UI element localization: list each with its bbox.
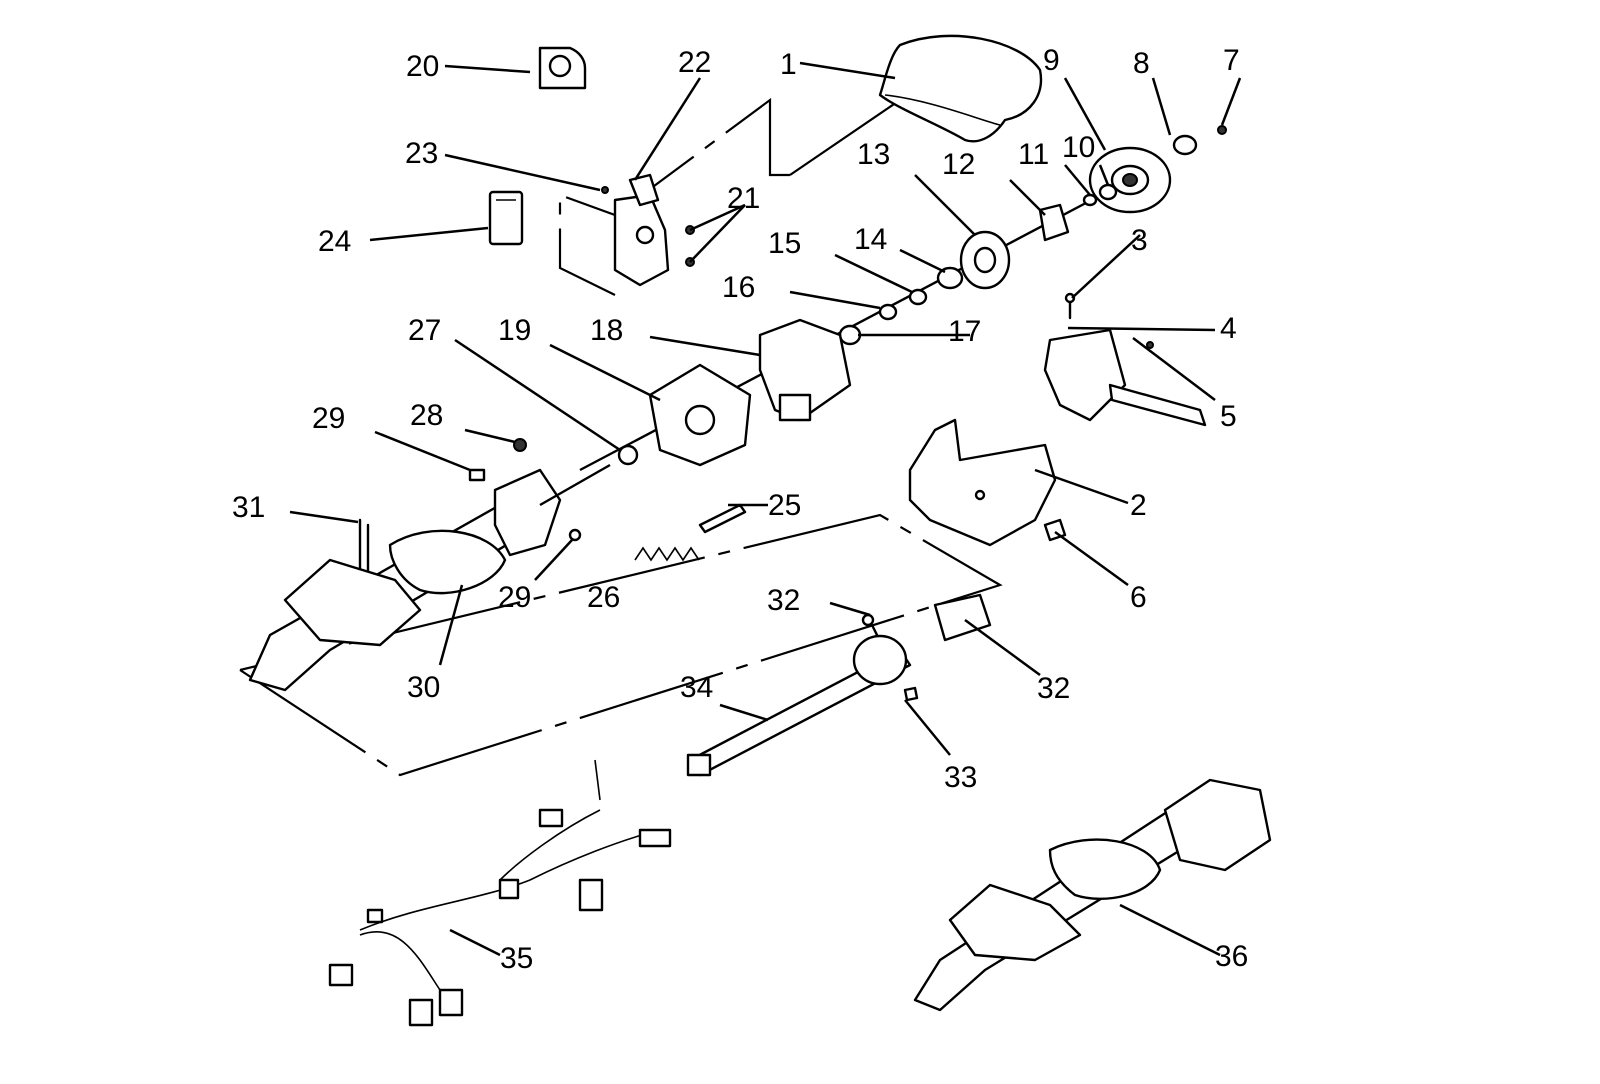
callout-30: 30 — [407, 671, 440, 704]
part-12-bearing — [1038, 203, 1070, 242]
part-15-washer — [908, 288, 928, 306]
part-30-column-jacket — [248, 463, 611, 692]
callout-14: 14 — [854, 223, 887, 256]
callout-31: 31 — [232, 491, 265, 524]
callout-25: 25 — [768, 489, 801, 522]
callout-8: 8 — [1133, 47, 1150, 80]
leader-lines — [289, 61, 1242, 957]
part-19-lock-housing — [648, 363, 752, 467]
part-24-module — [488, 190, 524, 246]
callout-labels: 20 22 1 9 8 7 23 21 13 12 11 10 24 15 14… — [232, 44, 1248, 975]
part-29-bolt-bottom — [568, 528, 582, 542]
callout-27: 27 — [408, 314, 441, 347]
callout-12: 12 — [942, 148, 975, 181]
callout-36: 35 — [500, 942, 533, 975]
part-35-shaft — [686, 634, 912, 777]
callout-34: 33 — [944, 761, 977, 794]
callout-29-top: 29 — [312, 402, 345, 435]
part-18-bracket — [758, 318, 852, 422]
part-9-hub — [1088, 146, 1172, 214]
part-14-spring — [936, 266, 964, 290]
part-7-clip — [1217, 125, 1227, 135]
part-2-lower-shroud — [908, 418, 1057, 547]
part-17-bearing — [838, 324, 862, 346]
part-37-assembled-column — [913, 778, 1272, 1012]
callout-9: 9 — [1043, 44, 1060, 77]
part-36-wiring-harness — [328, 759, 672, 1027]
callout-26: 26 — [587, 581, 620, 614]
part-27-bearing — [617, 444, 639, 466]
part-31-bolts — [358, 518, 370, 577]
part-29-bolt-top — [468, 468, 486, 482]
callout-13: 13 — [857, 138, 890, 171]
callout-19: 19 — [498, 314, 531, 347]
callout-15: 15 — [768, 227, 801, 260]
callout-33: 32 — [767, 584, 800, 617]
callout-11: 11 — [1018, 138, 1049, 171]
callout-37: 36 — [1215, 940, 1248, 973]
callout-22: 22 — [678, 46, 711, 79]
callout-28: 28 — [410, 399, 443, 432]
callout-18: 18 — [590, 314, 623, 347]
part-16-washer — [878, 303, 898, 321]
callout-23: 23 — [405, 137, 438, 170]
callout-17: 17 — [948, 315, 981, 348]
part-34-clip — [903, 686, 919, 702]
part-3-screw — [1064, 292, 1076, 320]
callout-1: 1 — [780, 48, 797, 81]
callout-10: 10 — [1062, 131, 1095, 164]
callout-4: 4 — [1220, 312, 1237, 345]
callout-5: 5 — [1220, 400, 1237, 433]
callout-3: 3 — [1131, 224, 1148, 257]
part-8-ring — [1172, 134, 1198, 156]
part-28-nut — [513, 438, 527, 452]
callout-35: 34 — [680, 671, 713, 704]
callout-29-bottom: 29 — [498, 581, 531, 614]
part-1-upper-shroud — [878, 34, 1043, 143]
callout-7: 7 — [1223, 44, 1240, 77]
callout-21: 21 — [727, 182, 760, 215]
part-26-spring — [634, 546, 700, 562]
callout-6: 6 — [1130, 581, 1147, 614]
part-25-pin — [698, 503, 747, 534]
part-13-gear — [959, 230, 1011, 290]
callout-20: 20 — [406, 50, 439, 83]
part-22-switch-housing — [601, 173, 695, 287]
part-switch-assembly — [1043, 328, 1207, 427]
part-11-washer — [1082, 193, 1098, 207]
part-10-washer — [1098, 183, 1118, 201]
callout-16: 16 — [722, 271, 755, 304]
callout-32: 32 — [1037, 672, 1070, 705]
callout-24: 24 — [318, 225, 351, 258]
part-20-lock-bezel — [538, 46, 587, 90]
callout-2: 2 — [1130, 489, 1147, 522]
